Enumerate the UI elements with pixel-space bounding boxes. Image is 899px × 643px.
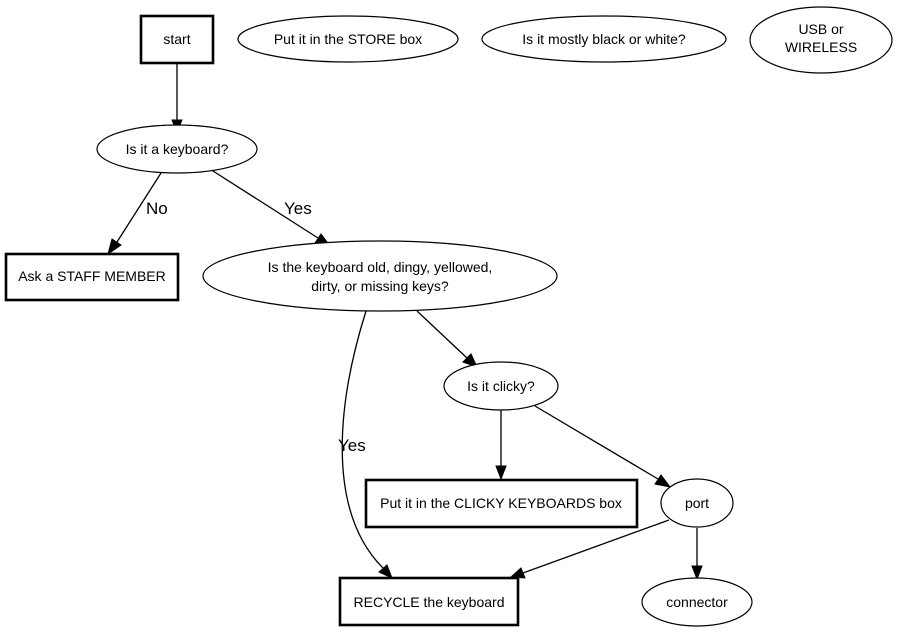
edge-old-to-recycle xyxy=(341,310,393,579)
node-recycle-label: RECYCLE the keyboard xyxy=(354,594,505,610)
node-usb-or-wireless[interactable]: USB or WIRELESS xyxy=(749,6,893,74)
node-clicky-keyboards-box[interactable]: Put it in the CLICKY KEYBOARDS box xyxy=(364,478,639,529)
node-store-box-label: Put it in the STORE box xyxy=(274,31,422,47)
edge-keyboard-to-old xyxy=(212,170,332,247)
edge-start-to-keyboard xyxy=(171,64,183,134)
node-start[interactable]: start xyxy=(139,14,215,65)
node-clicky-keyboards-box-label: Put it in the CLICKY KEYBOARDS box xyxy=(380,495,622,511)
node-old-dingy[interactable]: Is the keyboard old, dingy, yellowed, di… xyxy=(202,240,558,312)
node-port[interactable]: port xyxy=(660,478,734,528)
node-black-or-white-label: Is it mostly black or white? xyxy=(522,31,686,47)
node-connector-label: connector xyxy=(666,594,728,610)
node-is-keyboard-label: Is it a keyboard? xyxy=(126,141,229,157)
node-is-clicky[interactable]: Is it clicky? xyxy=(443,361,559,411)
node-usb-label-line1: USB or xyxy=(798,21,843,37)
node-is-keyboard[interactable]: Is it a keyboard? xyxy=(96,124,258,174)
node-old-dingy-label-line2: dirty, or missing keys? xyxy=(311,278,449,294)
node-ask-staff-label: Ask a STAFF MEMBER xyxy=(18,268,166,284)
edge-port-to-connector xyxy=(691,528,703,581)
node-connector[interactable]: connector xyxy=(641,577,753,627)
edge-clicky-to-port xyxy=(534,405,672,488)
node-old-dingy-label-line1: Is the keyboard old, dingy, yellowed, xyxy=(268,259,493,275)
edge-label-yes-old: Yes xyxy=(284,199,312,218)
edge-label-yes-recycle: Yes xyxy=(338,436,366,455)
node-black-or-white[interactable]: Is it mostly black or white? xyxy=(481,15,727,63)
node-is-clicky-label: Is it clicky? xyxy=(467,378,535,394)
node-store-box[interactable]: Put it in the STORE box xyxy=(237,15,459,63)
edge-label-no: No xyxy=(146,199,168,218)
node-start-label: start xyxy=(163,31,190,47)
node-recycle[interactable]: RECYCLE the keyboard xyxy=(338,576,520,627)
edge-clicky-to-clicky-box xyxy=(495,410,507,481)
edge-keyboard-to-staff xyxy=(107,172,162,256)
edge-port-to-recycle xyxy=(509,519,670,579)
node-port-label: port xyxy=(685,495,709,511)
node-ask-staff[interactable]: Ask a STAFF MEMBER xyxy=(4,252,180,302)
edge-old-to-clicky xyxy=(416,310,478,368)
node-usb-label-line2: WIRELESS xyxy=(785,39,857,55)
